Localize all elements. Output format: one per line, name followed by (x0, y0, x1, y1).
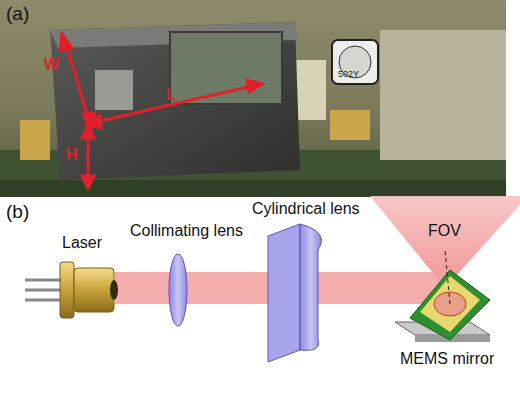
dimension-arrows (60, 34, 262, 188)
part-label: MEMS mirror (400, 350, 494, 368)
part-label: Collimating lens (130, 222, 243, 240)
part-label: Laser (62, 234, 102, 252)
optical-setup (25, 196, 520, 362)
dimension-label: W (44, 56, 59, 74)
device-photo (0, 0, 506, 197)
panel-letter: (b) (6, 202, 29, 223)
part-label: Cylindrical lens (252, 200, 360, 218)
part-label: FOV (428, 222, 461, 240)
dimension-label: L (166, 86, 176, 104)
dimension-label: H (66, 146, 78, 164)
panel-letter: (a) (6, 4, 29, 25)
component-marking: 502Y (338, 70, 359, 80)
